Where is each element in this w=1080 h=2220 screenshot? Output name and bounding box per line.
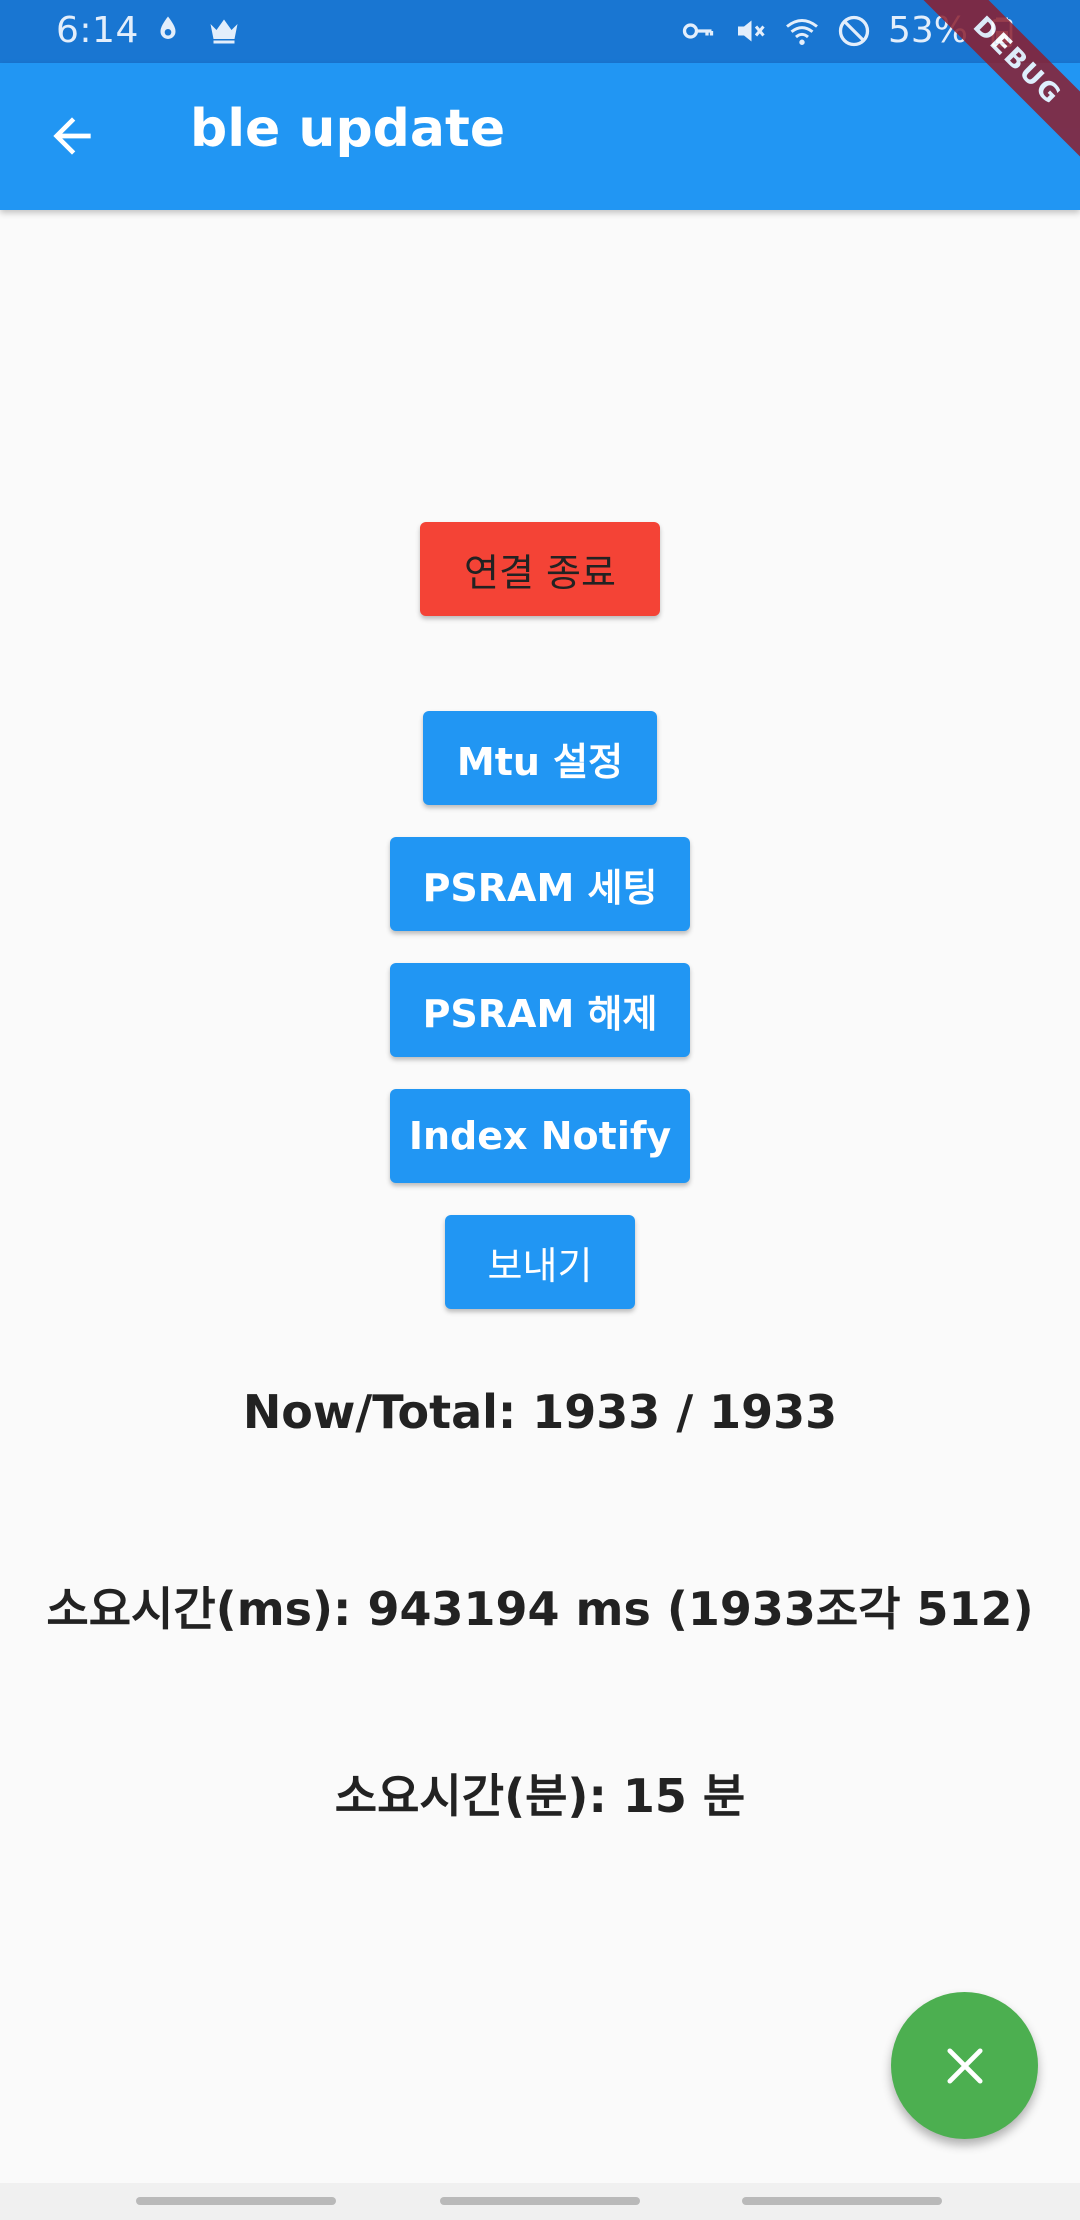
app-bar: ble update — [0, 63, 1080, 210]
mtu-setting-button[interactable]: Mtu 설정 — [423, 711, 657, 805]
disconnect-button[interactable]: 연결 종료 — [420, 522, 660, 616]
page-title: ble update — [190, 99, 506, 159]
send-button[interactable]: 보내기 — [445, 1215, 635, 1309]
navigation-bar — [0, 2183, 1080, 2220]
key-icon — [682, 22, 714, 39]
status-left-icons — [150, 12, 242, 48]
back-button[interactable] — [40, 108, 104, 164]
mute-icon — [737, 20, 765, 41]
psram-release-button[interactable]: PSRAM 해제 — [390, 963, 690, 1057]
status-time: 6:14 — [56, 10, 139, 51]
close-fab-button[interactable] — [891, 1992, 1038, 2139]
wifi-icon — [786, 18, 818, 45]
nav-recent-handle[interactable] — [136, 2197, 336, 2205]
arrow-left-icon — [53, 117, 91, 155]
crown-icon — [210, 19, 238, 44]
progress-text: Now/Total: 1933 / 1933 — [242, 1385, 838, 1439]
psram-set-button[interactable]: PSRAM 세팅 — [390, 837, 690, 931]
nav-back-handle[interactable] — [742, 2197, 942, 2205]
drop-icon — [160, 16, 176, 39]
elapsed-min-text: 소요시간(분): 15 분 — [334, 1769, 746, 1823]
index-notify-button[interactable]: Index Notify — [390, 1089, 690, 1183]
do-not-disturb-icon — [838, 15, 870, 46]
nav-home-handle[interactable] — [440, 2197, 640, 2205]
elapsed-ms-text: 소요시간(ms): 943194 ms (1933조각 512) — [46, 1582, 1034, 1636]
status-bar: 6:14 — [0, 0, 1080, 63]
close-icon — [946, 2047, 983, 2084]
